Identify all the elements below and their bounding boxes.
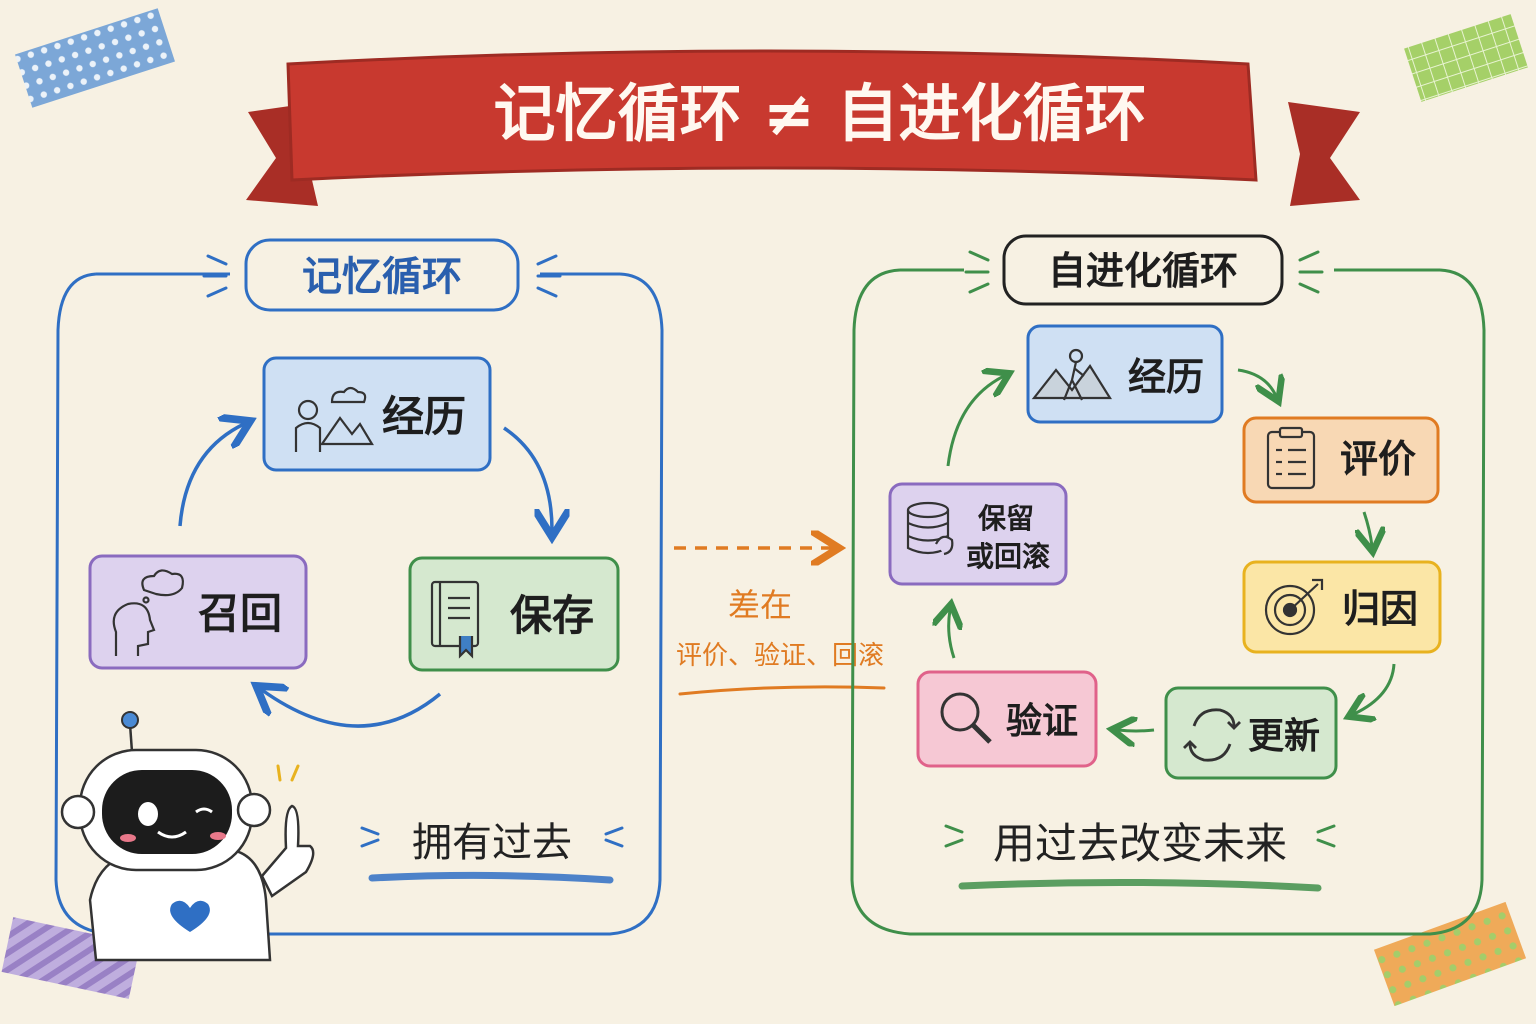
caption-underline (368, 871, 614, 884)
head-thought-bubble-icon (112, 569, 184, 656)
washi-tape-bottom-right (1373, 901, 1527, 1007)
arrow-experience-to-save (503, 426, 552, 530)
title-banner: 记忆循环 ≠ 自进化循环 (246, 49, 1360, 206)
memory-node-experience: 经历 (262, 356, 492, 472)
magnifier-icon (940, 692, 992, 744)
clipboard-checklist-icon (1266, 426, 1316, 490)
evo-caption-underline (958, 878, 1322, 892)
memory-loop-heading-box (244, 238, 520, 312)
evo-heading-spark-lines-left (964, 250, 990, 294)
evo-experience-label: 经历 (1128, 355, 1204, 399)
database-rollback-icon (906, 501, 954, 556)
arrow-evaluate-to-attribute (1364, 511, 1372, 546)
bridge-line2: 评价、验证、回滚 (676, 641, 884, 671)
book-icon (430, 580, 480, 659)
caption-ticks-right (604, 826, 624, 848)
memory-loop-heading: 记忆循环 (302, 254, 462, 300)
evo-keep-label-line2: 或回滚 (966, 540, 1050, 573)
target-arrow-icon (1264, 578, 1324, 636)
evolution-loop-panel: 自进化循环 经历 评价 (850, 234, 1486, 936)
memory-recall-label: 召回 (198, 589, 282, 638)
evo-node-verify: 验证 (916, 670, 1098, 768)
evolution-loop-heading-box (1002, 234, 1284, 306)
memory-node-save: 保存 (408, 556, 620, 672)
evolution-loop-heading: 自进化循环 (1048, 249, 1238, 293)
evo-node-attribute: 归因 (1242, 560, 1442, 654)
arrow-experience-to-evaluate (1237, 368, 1276, 396)
washi-tape-top-left (15, 8, 175, 108)
evo-update-label: 更新 (1248, 716, 1320, 757)
evo-keep-label-line1: 保留 (978, 502, 1034, 535)
evo-node-update: 更新 (1164, 686, 1338, 780)
arrow-save-to-recall (262, 690, 442, 728)
bridge-underline (678, 685, 886, 696)
evo-node-evaluate: 评价 (1242, 416, 1440, 504)
evo-heading-spark-lines-right (1298, 250, 1324, 294)
robot-mascot-icon (60, 711, 315, 962)
memory-loop-panel: 记忆循环 经历 保存 (54, 238, 664, 936)
evo-verify-label: 验证 (1006, 701, 1078, 742)
evo-node-experience: 经历 (1026, 324, 1224, 424)
refresh-arrows-icon (1183, 708, 1241, 762)
arrow-recall-to-experience (178, 424, 244, 527)
bridge: 差在 评价、验证、回滚 (674, 548, 886, 696)
arrow-update-to-verify (1118, 730, 1155, 731)
evo-caption-ticks-right (1316, 824, 1336, 848)
evo-attribute-label: 归因 (1342, 587, 1418, 631)
heading-spark-lines-left (202, 254, 228, 298)
heading-spark-lines-right (536, 254, 562, 298)
memory-loop-caption: 拥有过去 (412, 820, 572, 866)
evo-evaluate-label: 评价 (1340, 437, 1416, 481)
memory-save-label: 保存 (510, 591, 594, 640)
memory-experience-label: 经历 (382, 392, 466, 441)
caption-ticks-left (360, 826, 380, 848)
person-mountain-cloud-icon (294, 386, 374, 452)
evo-node-keep-or-rollback: 保留 或回滚 (888, 482, 1068, 586)
evo-caption-ticks-left (944, 824, 964, 848)
arrow-keep-to-experience (946, 376, 1004, 467)
hiker-mountain-icon (1031, 348, 1112, 401)
evolution-loop-caption: 用过去改变未来 (993, 819, 1287, 868)
arrow-verify-to-keep (949, 610, 954, 659)
arrow-attribute-to-update (1354, 663, 1396, 714)
bridge-line1: 差在 (728, 586, 792, 624)
page-title: 记忆循环 ≠ 自进化循环 (493, 77, 1146, 150)
washi-tape-top-right (1404, 14, 1528, 102)
memory-node-recall: 召回 (88, 554, 308, 670)
